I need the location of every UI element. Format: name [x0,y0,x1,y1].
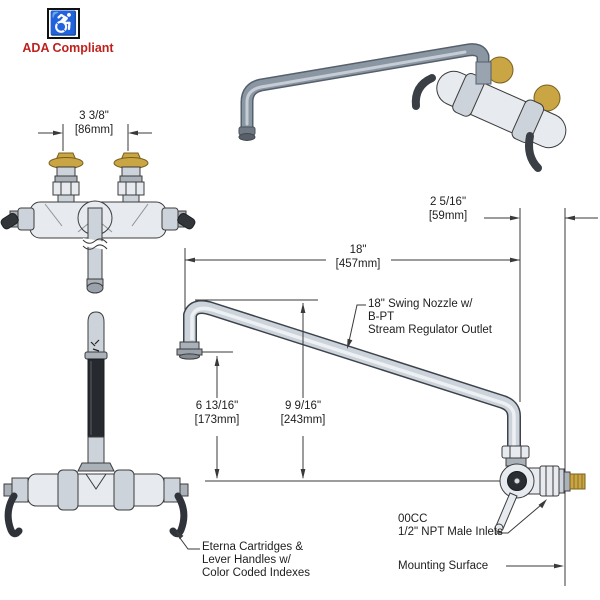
wall-flange [563,471,571,492]
callout-mounting-surface: Mounting Surface [398,560,489,572]
swing-nozzle-tube-side-highlight [190,306,516,448]
pipe-markings [90,339,100,352]
arrowhead [510,257,520,263]
column-neck-right [121,166,141,177]
casting-line [85,473,107,490]
front-view-drawing [0,152,196,294]
swing-nozzle-tube-3d-highlight [245,50,467,126]
arrowhead [300,469,306,479]
handle-hub-front-left [17,207,35,231]
render-3d [238,43,567,172]
callout-line: 18" Swing Nozzle w/ [368,298,473,310]
arrowhead [510,215,520,221]
dimension-inches: 9 9/16" [284,400,322,412]
callout-line: 1/2" NPT Male Inlets [398,525,503,538]
top-view-drawing [3,311,189,538]
dimension-nozzle-reach: 18" [457mm] [326,244,390,271]
outlet-face-3d [238,133,256,141]
dimension-mm: [86mm] [74,123,114,136]
washer [558,468,565,494]
pipe-break-line [82,244,108,250]
lever-handle-top-right [169,492,188,538]
callout-line: Color Coded Indexes [202,566,311,579]
arrowhead [185,257,195,263]
dimension-nozzle-rise: 9 9/16" [243mm] [272,400,334,427]
arrowhead [538,499,547,509]
arrowhead [554,563,564,569]
arrowhead [128,130,138,136]
lever-handle-front-left [0,213,19,230]
callout-swing-nozzle: 18" Swing Nozzle w/ B-PT Stream Regulato… [368,298,492,336]
nozzle-pipe-top [87,311,105,353]
column-collar-left [54,175,78,183]
valve-collar-top-right [113,469,135,511]
coupling-hex-nut [539,465,560,497]
outlet-tip-front [86,282,104,294]
arrowhead [565,215,575,221]
dimension-mm: [243mm] [280,413,326,426]
nozzle-lower-top [87,436,105,464]
pipe-break-mask [83,238,107,250]
callout-leaders [175,304,564,569]
leader-line [347,304,366,347]
dimension-inlet-spread: 3 3/8" [86mm] [59,110,129,137]
lever-handle-front-right [177,213,196,230]
column-collar-right [119,175,143,183]
callout-inlets: 00CC 1/2" NPT Male Inlets [398,513,503,539]
dimension-inches: 2 5/16" [429,196,467,208]
pipe-ring [84,351,108,360]
leader-line [495,504,542,534]
hex-nut-left [52,181,80,196]
ada-compliant-label: ADA Compliant [22,41,114,55]
callout-line: Eterna Cartridges & [202,541,303,553]
column-neck-left [56,166,76,177]
dimension-mm: [457mm] [335,257,381,270]
pipe-break-line [82,238,108,244]
dimension-inches: 6 13/16" [195,400,239,412]
valve-stem-dot [513,477,521,485]
lever-handle-top-left [4,492,23,538]
outlet-face-side [179,353,200,360]
pipe-flange-top [77,462,115,472]
arrowhead [53,130,63,136]
handle-hub-front-right [161,207,179,231]
dimension-lines-side [185,215,598,479]
arrowhead [347,338,353,349]
callout-cartridges: Eterna Cartridges & Lever Handles w/ Col… [202,541,310,579]
lever-handle-3d-right [525,132,542,172]
arrowhead [214,469,220,479]
thread-lines [573,474,583,489]
outlet-collar-side [179,341,200,350]
valve-collar-3d-right [511,99,545,144]
lever-handle-3d-left [411,74,436,110]
lever-tip [494,523,504,533]
arrowhead [214,356,220,366]
swivel-hex-nut [501,445,530,459]
dimension-inches: 18" [349,244,367,256]
stem-left [3,483,13,497]
valve-collar-top-left [57,469,79,511]
leader-line [176,533,200,550]
callout-line: Lever Handles w/ [202,553,291,566]
dimension-mm: [173mm] [194,413,240,426]
arrowhead [175,530,184,540]
callout-line: Stream Regulator Outlet [368,323,493,336]
dimension-mm: [59mm] [428,209,468,222]
callout-line: 00CC [398,513,428,525]
dimension-inlet-spread-lines [38,124,152,151]
dimension-inches: 3 3/8" [79,110,109,122]
ada-wheelchair-icon: ♿ [47,8,80,39]
arrowhead [300,303,306,313]
riser-3d [475,61,492,85]
dimension-wall-offset: 2 5/16" [59mm] [414,196,482,223]
dimension-outlet-height: 6 13/16" [173mm] [186,400,248,427]
callout-line: B-PT [368,310,395,323]
hex-nut-right [117,181,145,196]
side-view-drawing [176,208,586,586]
body-casting-top [27,473,165,507]
stem-right [179,483,189,497]
